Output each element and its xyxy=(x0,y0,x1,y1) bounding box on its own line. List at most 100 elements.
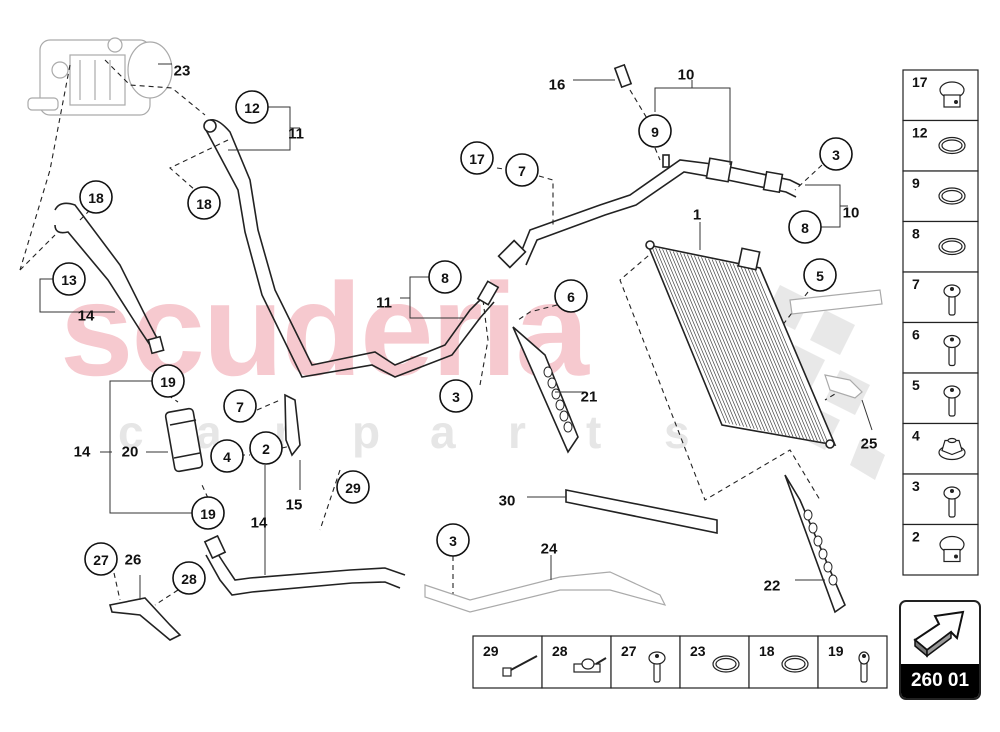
legend-cell-2[interactable]: 2 xyxy=(902,523,979,576)
callout-17[interactable]: 17 xyxy=(460,141,494,175)
seal-ring-icon xyxy=(781,655,809,673)
legend-part-number: 18 xyxy=(759,643,775,659)
bolt-icon xyxy=(943,486,961,518)
part-label-11[interactable]: 11 xyxy=(376,295,392,312)
part-label-22[interactable]: 22 xyxy=(764,578,781,595)
callout-6[interactable]: 6 xyxy=(554,279,588,313)
legend-cell-9[interactable]: 9 xyxy=(902,170,979,223)
callout-4[interactable]: 4 xyxy=(210,439,244,473)
callout-3[interactable]: 3 xyxy=(436,523,470,557)
part-label-25[interactable]: 25 xyxy=(861,436,878,453)
hose-clamp-icon xyxy=(939,535,965,563)
callout-13[interactable]: 13 xyxy=(52,262,86,296)
watermark-letter: p xyxy=(352,406,380,458)
screw-icon xyxy=(858,651,870,683)
callout-19[interactable]: 19 xyxy=(151,364,185,398)
callout-18[interactable]: 18 xyxy=(187,186,221,220)
callout-28[interactable]: 28 xyxy=(172,561,206,595)
part-label-23[interactable]: 23 xyxy=(174,63,191,80)
callout-7[interactable]: 7 xyxy=(223,389,257,423)
part-label-20[interactable]: 20 xyxy=(122,444,139,461)
legend-cell-17[interactable]: 17 xyxy=(902,69,979,122)
callout-12[interactable]: 12 xyxy=(235,90,269,124)
part-label-16[interactable]: 16 xyxy=(549,77,566,94)
part-label-24[interactable]: 24 xyxy=(541,541,558,558)
bolt-icon xyxy=(943,284,961,316)
callout-number: 18 xyxy=(88,190,104,206)
legend-cell-4[interactable]: 4 xyxy=(902,422,979,475)
legend-cell-5[interactable]: 5 xyxy=(902,372,979,425)
legend-cell-3[interactable]: 3 xyxy=(902,473,979,526)
legend-part-number: 27 xyxy=(621,643,637,659)
part-label-1[interactable]: 1 xyxy=(693,207,701,224)
bolt-icon xyxy=(648,651,666,683)
legend-part-number: 23 xyxy=(690,643,706,659)
watermark-letter: t xyxy=(586,406,601,458)
bolt-icon xyxy=(943,385,961,417)
callout-2[interactable]: 2 xyxy=(249,431,283,465)
callout-number: 12 xyxy=(244,100,260,116)
callout-number: 9 xyxy=(651,124,659,140)
legend-part-number: 5 xyxy=(912,377,920,393)
callout-number: 6 xyxy=(567,289,575,305)
legend-cell-23[interactable]: 23 xyxy=(679,635,750,689)
legend-cell-19[interactable]: 19 xyxy=(817,635,888,689)
part-label-14[interactable]: 14 xyxy=(74,444,91,461)
part-label-26[interactable]: 26 xyxy=(125,552,142,569)
callout-8[interactable]: 8 xyxy=(788,210,822,244)
callout-7[interactable]: 7 xyxy=(505,153,539,187)
legend-part-number: 3 xyxy=(912,478,920,494)
watermark-letter: r xyxy=(508,406,526,458)
callout-9[interactable]: 9 xyxy=(638,114,672,148)
callout-number: 5 xyxy=(816,268,824,284)
callout-number: 3 xyxy=(452,389,460,405)
callout-5[interactable]: 5 xyxy=(803,258,837,292)
part-label-11[interactable]: 11 xyxy=(288,126,304,143)
legend-part-number: 12 xyxy=(912,125,928,141)
part-label-10[interactable]: 10 xyxy=(843,205,860,222)
refrigerant-pipe-10 xyxy=(497,63,801,269)
callout-number: 3 xyxy=(832,147,840,163)
callout-number: 8 xyxy=(801,220,809,236)
refrigerant-pipe-14 xyxy=(203,534,406,596)
seal-ring-icon xyxy=(712,655,740,673)
legend-cell-28[interactable]: 28 xyxy=(541,635,612,689)
part-label-15[interactable]: 15 xyxy=(286,497,303,514)
o-ring-icon xyxy=(938,237,966,256)
callout-18[interactable]: 18 xyxy=(79,180,113,214)
reference-link-button[interactable]: 260 01 xyxy=(899,600,981,700)
legend-cell-7[interactable]: 7 xyxy=(902,271,979,324)
part-label-10[interactable]: 10 xyxy=(678,67,695,84)
receiver-drier-20 xyxy=(164,407,204,473)
callout-27[interactable]: 27 xyxy=(84,542,118,576)
part-label-14[interactable]: 14 xyxy=(251,515,268,532)
part-label-14[interactable]: 14 xyxy=(78,308,95,325)
callout-29[interactable]: 29 xyxy=(336,470,370,504)
legend-cell-12[interactable]: 12 xyxy=(902,119,979,172)
legend-part-number: 7 xyxy=(912,276,920,292)
callout-number: 27 xyxy=(93,552,109,568)
callout-number: 28 xyxy=(181,571,197,587)
clamp-icon xyxy=(939,81,965,108)
legend-part-number: 17 xyxy=(912,74,928,90)
nut-icon xyxy=(938,437,966,461)
pipe-25 xyxy=(824,374,863,399)
part-label-30[interactable]: 30 xyxy=(499,493,516,510)
legend-cell-6[interactable]: 6 xyxy=(902,321,979,374)
legend-part-number: 2 xyxy=(912,529,920,545)
legend-cell-27[interactable]: 27 xyxy=(610,635,681,689)
callout-number: 3 xyxy=(449,533,457,549)
legend-cell-29[interactable]: 29 xyxy=(472,635,543,689)
legend-cell-18[interactable]: 18 xyxy=(748,635,819,689)
cable-tie-icon xyxy=(502,655,538,677)
callout-3[interactable]: 3 xyxy=(819,137,853,171)
reference-code: 260 01 xyxy=(901,664,979,698)
callout-3[interactable]: 3 xyxy=(439,379,473,413)
part-label-21[interactable]: 21 xyxy=(581,389,598,406)
callout-19[interactable]: 19 xyxy=(191,496,225,530)
callout-8[interactable]: 8 xyxy=(428,260,462,294)
legend-cell-8[interactable]: 8 xyxy=(902,220,979,273)
pipe-5 xyxy=(789,289,883,315)
